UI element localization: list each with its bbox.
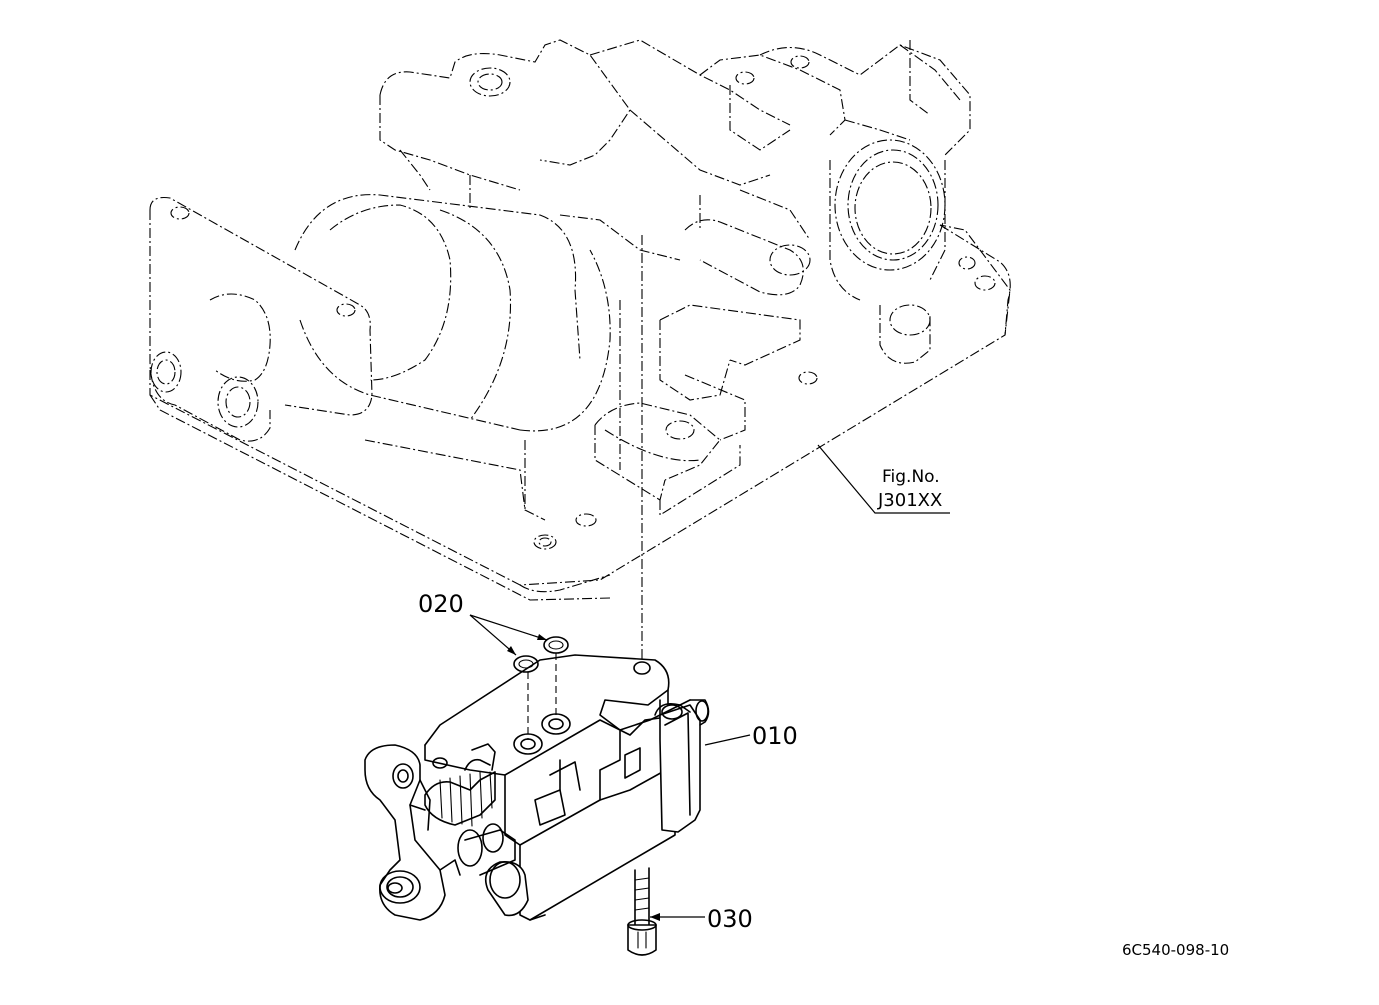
transmission-housing [149,39,1011,601]
figure-reference: Fig.No. J301XX [817,444,950,514]
callout-010: 010 [752,722,798,750]
figure-reference-number: J301XX [877,490,942,511]
callout-020: 020 [418,590,464,618]
callout-030: 030 [707,905,753,933]
drawing-number: 6C540-098-10 [1122,941,1229,959]
figure-reference-label: Fig.No. [882,467,940,487]
valve-assembly [364,636,710,956]
